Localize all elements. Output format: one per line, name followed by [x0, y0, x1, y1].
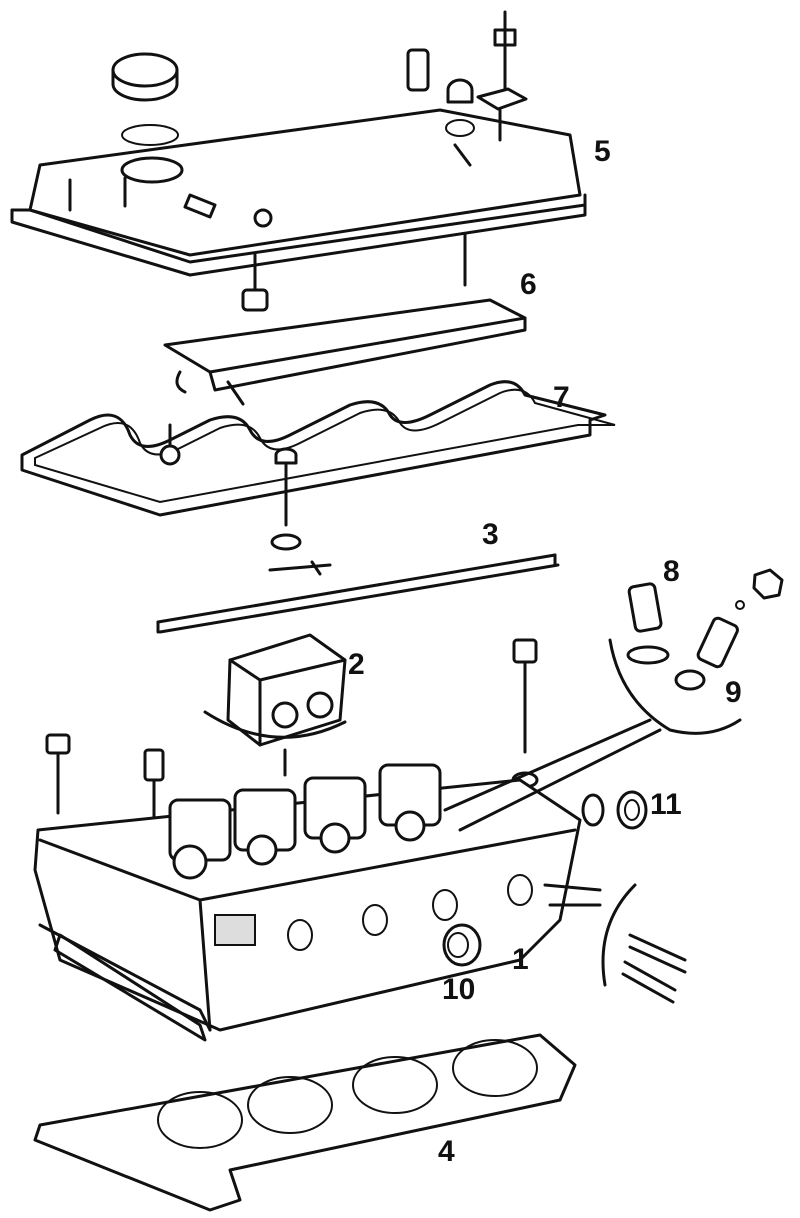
callout-10: 10	[442, 973, 476, 1006]
callout-1: 1	[512, 943, 529, 976]
head-gasket	[33, 1033, 577, 1212]
core-plug	[442, 923, 482, 967]
callout-9: 9	[725, 676, 742, 709]
breather-hose-fittings	[626, 568, 784, 691]
sealing-plug	[581, 790, 648, 830]
stud-washer	[268, 447, 332, 576]
callout-8: 8	[663, 555, 680, 588]
callout-7: 7	[553, 381, 570, 414]
oil-spray-tube	[156, 553, 560, 634]
callout-2: 2	[348, 648, 365, 681]
callout-11: 11	[650, 788, 682, 821]
cover-nuts	[241, 233, 467, 312]
callout-3: 3	[482, 518, 499, 551]
valve-cover	[10, 108, 587, 277]
exhaust-studs	[621, 933, 687, 1004]
cylinder-head	[33, 763, 582, 1042]
rocker-assembly	[203, 633, 347, 777]
port-holes	[214, 874, 533, 951]
baffle-plate	[163, 298, 527, 406]
leader-lines	[443, 638, 742, 987]
callout-5: 5	[594, 135, 611, 168]
camshaft-bearings	[168, 763, 442, 880]
breather-fittings	[406, 10, 528, 167]
callout-6: 6	[520, 268, 537, 301]
callout-4: 4	[438, 1135, 455, 1168]
oil-filler-cap	[111, 52, 179, 146]
valve-cover-gasket	[20, 380, 616, 517]
